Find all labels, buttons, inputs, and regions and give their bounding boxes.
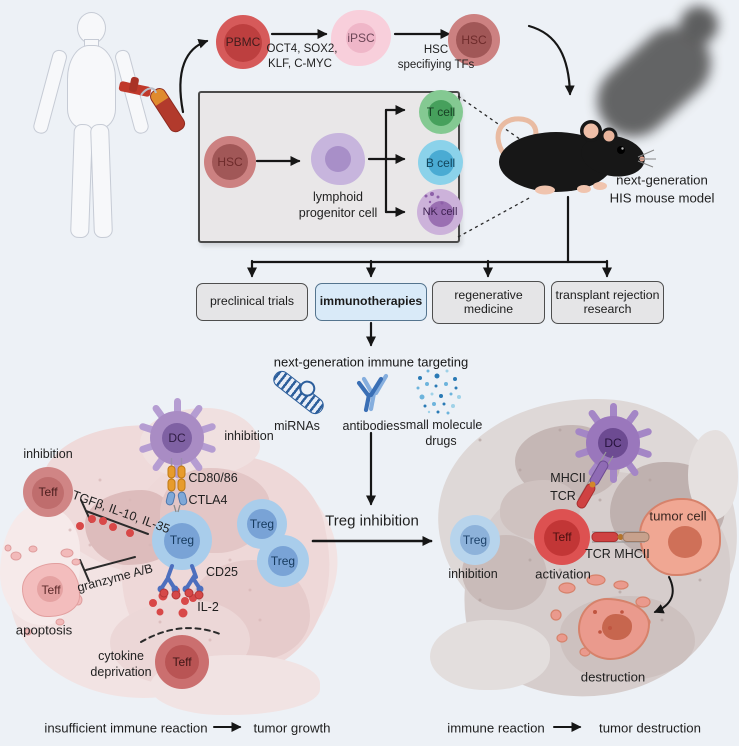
activation-label: activation <box>535 566 591 582</box>
mouse-label: next-generation <box>616 172 708 188</box>
small-molecule-label: drugs <box>425 434 457 448</box>
b-cell-label: B cell <box>425 155 456 170</box>
teff-cell-inhibited: Teff <box>23 467 73 517</box>
lymphoid-progenitor-cell <box>311 133 365 185</box>
ctla4-label: CTLA4 <box>188 493 228 507</box>
treg-label: Treg <box>462 533 488 547</box>
tumor-cell <box>639 498 721 576</box>
tcr-label: TCR <box>585 547 611 561</box>
app-box-regenerative-medicine: regenerative medicine <box>432 281 545 324</box>
inhibition-label: inhibition <box>23 447 73 461</box>
il2-label: IL-2 <box>197 600 219 614</box>
cytokine-deprivation-label: cytokine <box>98 649 144 663</box>
blood-collection-tube <box>147 85 188 135</box>
nk-cell-label: NK cell <box>422 206 458 218</box>
teff-cell-activated: Teff <box>534 509 590 565</box>
reprogramming-factors-label: OCT4, SOX2, <box>266 43 338 55</box>
mhcii-label: MHCII <box>614 547 650 561</box>
inhibition-label: inhibition <box>224 429 274 443</box>
tumor-cell-label: tumor cell <box>649 508 707 524</box>
hsc-label: HSC <box>461 33 487 47</box>
treg-cell-main: Treg <box>152 510 212 570</box>
reprogramming-factors-label: KLF, C-MYC <box>268 58 332 70</box>
tcr-label: TCR <box>550 489 576 503</box>
ipsc-cell: iPSC <box>331 10 391 66</box>
nk-cell: NK cell <box>417 189 463 235</box>
human-donor-leg <box>90 123 113 239</box>
small-molecule-icon <box>416 369 461 415</box>
caption-tumor-destruction: tumor destruction <box>599 720 701 736</box>
progenitor-label: lymphoid <box>312 190 364 204</box>
right-dc-cell: DC <box>573 403 653 483</box>
left-dc-cell: DC <box>137 398 217 478</box>
apoptotic-teff-cell: Teff <box>22 563 80 617</box>
caption-immune-reaction: immune reaction <box>447 720 545 736</box>
human-donor-arm <box>31 48 69 136</box>
treg-cell: Treg <box>257 535 309 587</box>
treg-label: Treg <box>270 554 296 568</box>
ipsc-label: iPSC <box>347 31 375 45</box>
progenitor-label: progenitor cell <box>298 206 378 220</box>
human-donor-torso <box>67 45 116 129</box>
hsc-tf-label: specifiying TFs <box>397 59 475 71</box>
mirnas-label: miRNAs <box>274 419 320 433</box>
apoptosis-label: apoptosis <box>15 622 73 638</box>
cd25-label: CD25 <box>206 565 238 579</box>
app-box-label: transplant rejection research <box>555 287 660 316</box>
mirna-icon <box>270 367 327 418</box>
app-box-immunotherapies: immunotherapies <box>315 283 427 321</box>
app-box-label: preclinical trials <box>209 294 295 309</box>
treg-cell-inhibited: Treg <box>450 515 500 565</box>
mouse-label: HIS mouse model <box>609 190 715 206</box>
app-box-label: immunotherapies <box>319 294 423 309</box>
dc-label: DC <box>604 436 622 450</box>
destruction-label: destruction <box>580 669 646 685</box>
right-microenvironment-patch <box>430 620 550 690</box>
app-box-preclinical-trials: preclinical trials <box>196 283 308 321</box>
dc-label: DC <box>168 431 186 445</box>
b-cell: B cell <box>418 140 463 185</box>
t-cell: T cell <box>419 90 463 134</box>
teff-label: Teff <box>41 583 61 597</box>
t-cell-label: T cell <box>426 105 456 119</box>
hsc-cell: HSC <box>448 14 500 66</box>
treg-inhibition-arrow-label: Treg inhibition <box>325 512 419 530</box>
hsc-label: HSC <box>217 155 243 169</box>
hsc-cell-panel: HSC <box>204 136 256 188</box>
teff-cell-deprived: Teff <box>155 635 209 689</box>
app-box-label: regenerative medicine <box>454 287 523 316</box>
teff-label: Teff <box>38 485 58 499</box>
pbmc-label: PBMC <box>225 35 261 49</box>
caption-insufficient-immune-reaction: insufficient immune reaction <box>44 720 208 736</box>
cd80-86-label: CD80/86 <box>188 471 238 485</box>
small-molecule-label: small molecule <box>399 418 483 432</box>
app-box-transplant-rejection: transplant rejection research <box>551 281 664 324</box>
treg-label: Treg <box>249 517 275 531</box>
targeting-title: next-generation immune targeting <box>273 354 469 370</box>
teff-label: Teff <box>552 530 572 544</box>
cytokine-deprivation-label: deprivation <box>90 665 152 679</box>
antibody-icon <box>356 373 389 413</box>
inhibition-label: inhibition <box>448 567 498 581</box>
teff-label: Teff <box>172 655 192 669</box>
treg-label: Treg <box>169 533 195 547</box>
pbmc-cell: PBMC <box>216 15 270 69</box>
mhcii-label: MHCII <box>550 471 586 485</box>
antibodies-label: antibodies <box>342 419 400 433</box>
human-donor-leg <box>70 123 93 239</box>
human-silhouette-shadow <box>582 0 738 152</box>
caption-tumor-growth: tumor growth <box>253 720 331 736</box>
hsc-tf-label: HSC <box>423 44 449 56</box>
